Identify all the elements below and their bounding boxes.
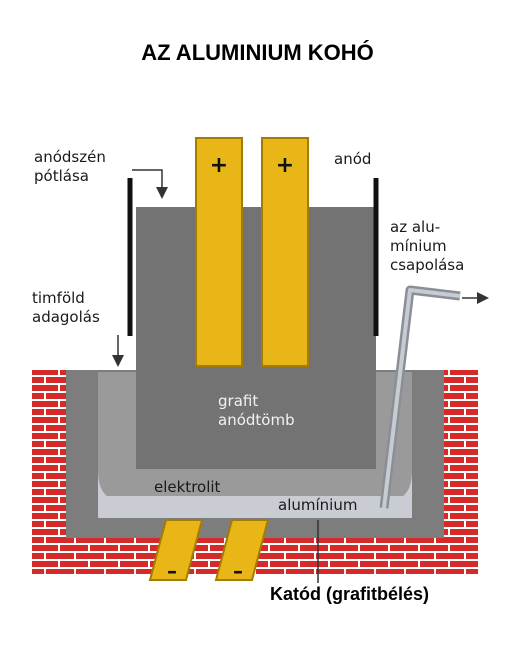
cathode-bar-1 xyxy=(148,519,204,581)
label-cathode: Katód (grafitbélés) xyxy=(270,584,430,604)
refill-arrow xyxy=(132,169,168,199)
minus-sign-2: – xyxy=(233,559,243,583)
cathode-bar-2 xyxy=(214,519,270,581)
anode-bar-2 xyxy=(261,137,309,367)
label-feed: timföld adagolás xyxy=(32,289,100,326)
label-anode: anód xyxy=(334,150,372,168)
label-electrolyte: elektrolit xyxy=(154,478,221,496)
label-tapping: az alu- mínium csapolása xyxy=(390,218,465,274)
plus-sign-1: + xyxy=(210,153,228,178)
label-graphite-block: grafit anódtömb xyxy=(218,392,295,429)
anode-bar-1 xyxy=(195,137,243,367)
page-title: AZ ALUMINIUM KOHÓ xyxy=(141,40,374,65)
minus-sign-1: – xyxy=(167,559,177,583)
plus-sign-2: + xyxy=(276,153,294,178)
label-anode-refill: anódszén pótlása xyxy=(34,148,106,185)
graphite-anode-block xyxy=(136,207,376,469)
label-aluminium: alumínium xyxy=(278,496,358,514)
